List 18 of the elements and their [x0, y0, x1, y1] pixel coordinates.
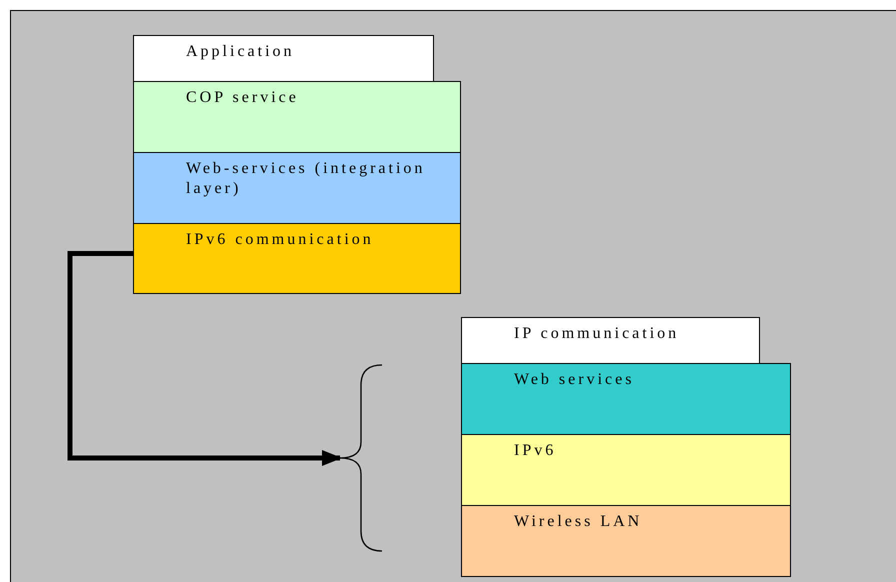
layer-box: [133, 152, 461, 224]
layer-label: Web services: [514, 370, 636, 390]
layer-box: [461, 505, 791, 577]
layer-label: COP service: [186, 88, 300, 108]
layer-label: Web-services (integration layer): [186, 159, 426, 199]
layer-box: [461, 363, 791, 435]
layer-label: IPv6: [514, 441, 558, 461]
curly-brace: [339, 364, 382, 552]
layer-box: [461, 317, 760, 364]
arrow: [68, 251, 342, 466]
layer-label: IP communication: [514, 324, 680, 344]
layer-label: Wireless LAN: [514, 512, 644, 532]
layer-box: [133, 81, 461, 153]
layer-box: [133, 35, 434, 82]
layer-label: Application: [186, 42, 296, 62]
layer-box: [461, 434, 791, 506]
layer-label: IPv6 communication: [186, 230, 375, 250]
layer-box: [133, 223, 461, 294]
